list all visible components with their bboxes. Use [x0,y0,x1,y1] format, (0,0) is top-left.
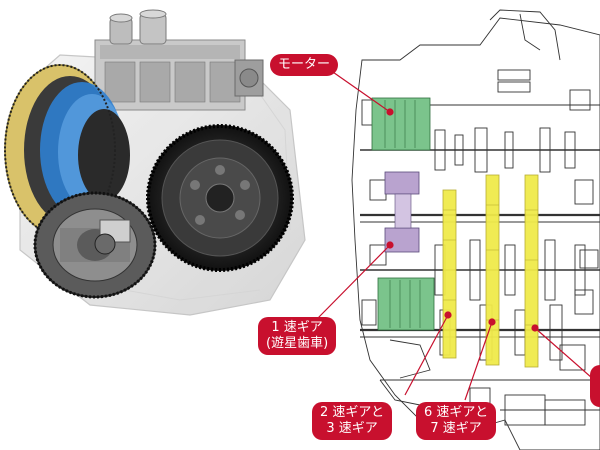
label-gear1-line1: 1 速ギア [271,320,323,335]
gear-bar-2-3 [442,189,457,359]
label-motor: モーター [270,54,339,76]
planetary-upper [384,171,420,195]
label-gear1: 1 速ギア (遊星歯車) [258,317,337,355]
label-gear67-line2: 7 速ギア [430,421,482,436]
label-motor-text: モーター [278,57,331,72]
actuator-block [94,9,264,111]
gear-bar-mid [485,174,500,366]
label-offscreen-edge [590,365,600,407]
callout-leaders [317,69,600,401]
label-gear23: 2 速ギアと 3 速ギア [312,402,393,440]
label-gear67-line1: 6 速ギアと [424,405,489,420]
label-gear23-line2: 3 速ギア [326,421,378,436]
flywheel [146,124,294,272]
transmission-render [4,9,306,316]
label-gear1-line2: (遊星歯車) [266,336,329,351]
gear-bar-6-7 [524,174,539,368]
output-pinion [94,219,131,255]
label-gear23-line1: 2 速ギアと [320,405,385,420]
label-gear67: 6 速ギアと 7 速ギア [416,402,497,440]
motor-stator [4,64,130,236]
motor-lower-green [377,277,435,331]
